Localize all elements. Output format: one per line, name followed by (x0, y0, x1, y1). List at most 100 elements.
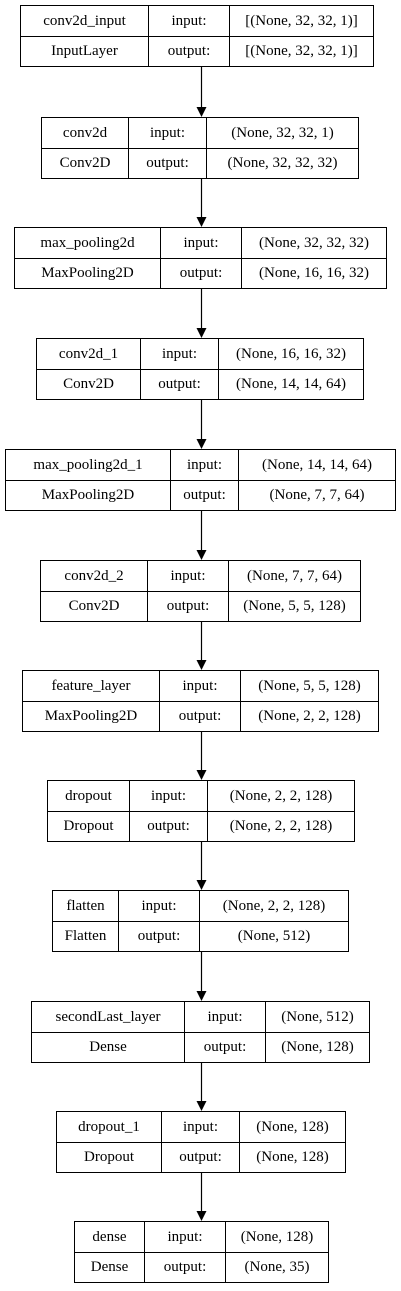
output-shape: (None, 512) (237, 927, 311, 944)
output-shape: (None, 128) (281, 1038, 354, 1055)
input-label: input: (161, 345, 197, 362)
layer-type: Conv2D (59, 154, 111, 171)
layer-type: MaxPooling2D (44, 707, 138, 724)
row-divider (37, 368, 363, 370)
edge-arrow (196, 1173, 207, 1221)
input-shape: (None, 2, 2, 128) (229, 787, 333, 804)
output-label: output: (179, 1148, 222, 1165)
row-divider (57, 1141, 345, 1143)
input-label: input: (171, 12, 207, 29)
edge-arrow (196, 179, 207, 227)
row-divider (75, 1251, 328, 1253)
input-shape: (None, 7, 7, 64) (247, 567, 342, 584)
layer-type: InputLayer (51, 42, 118, 59)
input-shape: [(None, 32, 32, 1)] (245, 12, 358, 29)
edge-arrow (196, 1063, 207, 1111)
input-label: input: (186, 456, 222, 473)
layer-name: max_pooling2d_1 (33, 456, 143, 473)
output-label: output: (146, 154, 189, 171)
edge-arrow (196, 67, 207, 117)
layer-type: Dense (90, 1258, 129, 1275)
output-label: output: (147, 817, 190, 834)
output-label: output: (137, 927, 181, 944)
edge-arrow (196, 842, 207, 890)
row-divider (41, 590, 360, 592)
layer-type: Conv2D (63, 375, 114, 392)
output-label: output: (163, 1258, 207, 1275)
input-shape: (None, 5, 5, 128) (258, 677, 361, 694)
output-shape: (None, 2, 2, 128) (258, 707, 361, 724)
output-label: output: (203, 1038, 247, 1055)
input-label: input: (141, 897, 177, 914)
input-label: input: (150, 787, 186, 804)
row-divider (15, 257, 386, 259)
input-shape: (None, 128) (256, 1118, 329, 1135)
layer-type: MaxPooling2D (41, 486, 135, 503)
input-shape: (None, 128) (240, 1228, 314, 1245)
layer-type: Dense (89, 1038, 127, 1055)
output-shape: (None, 35) (244, 1258, 310, 1275)
row-divider (21, 35, 373, 37)
input-label: input: (207, 1008, 243, 1025)
input-shape: (None, 512) (281, 1008, 354, 1025)
output-label: output: (167, 42, 211, 59)
edge-arrow (196, 511, 207, 560)
layer-name: feature_layer (51, 677, 131, 694)
output-label: output: (183, 486, 226, 503)
layer-type: MaxPooling2D (41, 264, 134, 281)
layer-type: Dropout (63, 817, 114, 834)
output-shape: (None, 32, 32, 32) (227, 154, 338, 171)
input-shape: (None, 32, 32, 32) (259, 234, 369, 251)
edge-arrow (196, 289, 207, 338)
input-shape: (None, 2, 2, 128) (222, 897, 326, 914)
edge-arrow (196, 400, 207, 449)
layer-name: conv2d_2 (64, 567, 124, 584)
input-shape: (None, 32, 32, 1) (231, 124, 334, 141)
output-shape: (None, 128) (256, 1148, 329, 1165)
row-divider (42, 147, 358, 149)
layer-name: flatten (66, 897, 105, 914)
output-shape: (None, 16, 16, 32) (259, 264, 369, 281)
output-label: output: (179, 264, 223, 281)
row-divider (32, 1031, 369, 1033)
output-shape: (None, 2, 2, 128) (229, 817, 333, 834)
input-label: input: (167, 1228, 203, 1245)
edge-arrow (196, 732, 207, 780)
edge-arrow (196, 622, 207, 670)
input-label: input: (183, 234, 219, 251)
layer-name: max_pooling2d (40, 234, 135, 251)
layer-name: conv2d_input (43, 12, 126, 29)
output-label: output: (166, 597, 210, 614)
row-divider (6, 479, 395, 481)
input-shape: (None, 16, 16, 32) (236, 345, 346, 362)
output-shape: [(None, 32, 32, 1)] (245, 42, 358, 59)
output-shape: (None, 5, 5, 128) (243, 597, 346, 614)
layer-name: conv2d (62, 124, 108, 141)
layer-name: dropout (65, 787, 112, 804)
layer-type: Conv2D (68, 597, 120, 614)
input-label: input: (182, 677, 218, 694)
row-divider (23, 700, 378, 702)
layer-name: conv2d_1 (58, 345, 119, 362)
layer-type: Dropout (84, 1148, 134, 1165)
input-label: input: (170, 567, 206, 584)
layer-name: secondLast_layer (55, 1008, 161, 1025)
output-shape: (None, 7, 7, 64) (269, 486, 365, 503)
row-divider (48, 810, 354, 812)
output-label: output: (178, 707, 222, 724)
row-divider (53, 920, 348, 922)
layer-type: Flatten (64, 927, 107, 944)
input-label: input: (182, 1118, 218, 1135)
